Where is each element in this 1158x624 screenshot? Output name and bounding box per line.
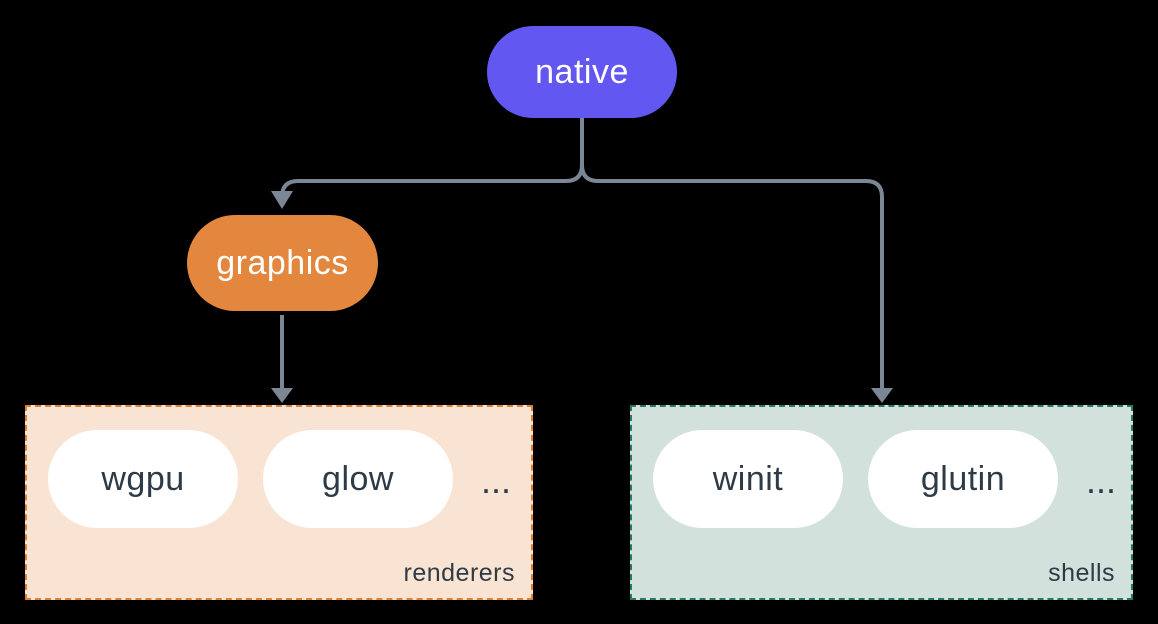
edge-native-shells (580, 118, 884, 390)
group-renderers: wgpu glow ... renderers (25, 405, 533, 600)
renderers-more-ellipsis: ... (481, 460, 512, 501)
node-graphics: graphics (187, 215, 378, 311)
node-winit: winit (653, 430, 843, 528)
arrowhead-shells (871, 388, 893, 403)
shells-pill-row: winit glutin ... (653, 430, 1116, 528)
node-glutin: glutin (868, 430, 1058, 528)
node-native: native (487, 26, 677, 118)
arrowhead-graphics (271, 191, 293, 209)
shells-more-ellipsis: ... (1086, 460, 1117, 501)
renderers-pill-row: wgpu glow ... (48, 430, 511, 528)
node-wgpu: wgpu (48, 430, 238, 528)
group-shells: winit glutin ... shells (630, 405, 1133, 600)
shells-group-label: shells (1048, 559, 1115, 587)
edge-native-graphics (280, 118, 584, 198)
renderers-group-label: renderers (403, 559, 515, 587)
arrowhead-renderers (271, 388, 293, 403)
node-glow: glow (263, 430, 453, 528)
